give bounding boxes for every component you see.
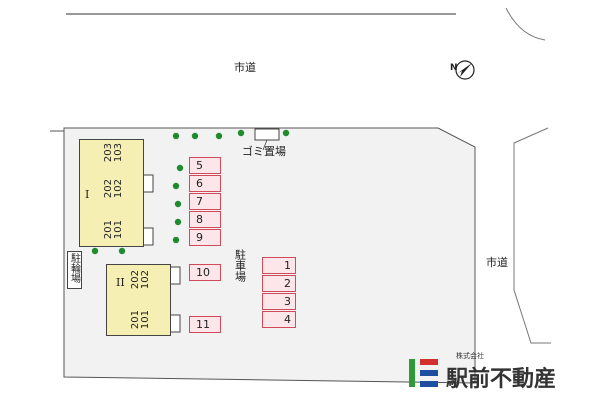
tree-icon bbox=[215, 132, 223, 140]
logo-company-type: 株式会社 bbox=[456, 352, 484, 360]
road-corner-curve bbox=[505, 7, 546, 41]
parking-slot-4: 4 bbox=[262, 311, 296, 328]
building-2-annex-top bbox=[169, 266, 181, 285]
tree-icon bbox=[172, 236, 180, 244]
parking-slot-2: 2 bbox=[262, 275, 296, 292]
tree-icon bbox=[282, 129, 290, 137]
north-road-label: 市道 bbox=[234, 61, 256, 74]
bicycle-parking-label: 駐輪場 bbox=[68, 253, 80, 283]
building-1-label: I bbox=[85, 188, 90, 201]
company-logo: 株式会社 駅前不動産 bbox=[408, 350, 593, 392]
unit-103: 103 bbox=[113, 143, 124, 163]
building-2-label: II bbox=[116, 276, 125, 289]
tree-icon bbox=[118, 247, 126, 255]
north-arrow-label: N bbox=[450, 63, 458, 73]
parking-slot-11: 11 bbox=[189, 316, 221, 333]
garbage-label: ゴミ置場 bbox=[242, 145, 286, 158]
east-road-edge bbox=[513, 127, 551, 344]
garbage-area bbox=[254, 128, 280, 141]
parking-slot-3: 3 bbox=[262, 293, 296, 310]
trees bbox=[91, 129, 290, 255]
parking-slot-9: 9 bbox=[189, 229, 221, 246]
unit-2-101: 101 bbox=[140, 310, 151, 330]
parking-slot-6: 6 bbox=[189, 175, 221, 192]
tree-icon bbox=[174, 218, 182, 226]
north-arrow-icon bbox=[455, 60, 475, 80]
tree-icon bbox=[237, 129, 245, 137]
building-1-annex-bottom bbox=[142, 227, 154, 246]
building-1 bbox=[79, 139, 144, 247]
east-road-label: 市道 bbox=[486, 256, 508, 269]
tree-icon bbox=[174, 200, 182, 208]
tree-icon bbox=[176, 164, 184, 172]
parking-slot-7: 7 bbox=[189, 193, 221, 210]
unit-102: 102 bbox=[113, 179, 124, 199]
building-2 bbox=[106, 264, 171, 336]
unit-101: 101 bbox=[113, 220, 124, 240]
building-2-annex-bottom bbox=[169, 314, 181, 333]
parking-slot-8: 8 bbox=[189, 211, 221, 228]
tree-icon bbox=[172, 132, 180, 140]
parking-slot-1: 1 bbox=[262, 257, 296, 274]
garbage-leader-line bbox=[262, 139, 268, 151]
parking-slot-5: 5 bbox=[189, 157, 221, 174]
tree-icon bbox=[91, 247, 99, 255]
tree-icon bbox=[191, 132, 199, 140]
unit-2-102: 102 bbox=[140, 270, 151, 290]
bicycle-parking bbox=[67, 251, 82, 289]
logo-mark-icon bbox=[409, 359, 438, 387]
parking-label: 駐車場 bbox=[233, 249, 247, 282]
logo-company-name: 駅前不動産 bbox=[446, 367, 557, 392]
tree-icon bbox=[172, 182, 180, 190]
parking-slot-10: 10 bbox=[189, 264, 221, 281]
building-1-annex-top bbox=[142, 174, 154, 193]
